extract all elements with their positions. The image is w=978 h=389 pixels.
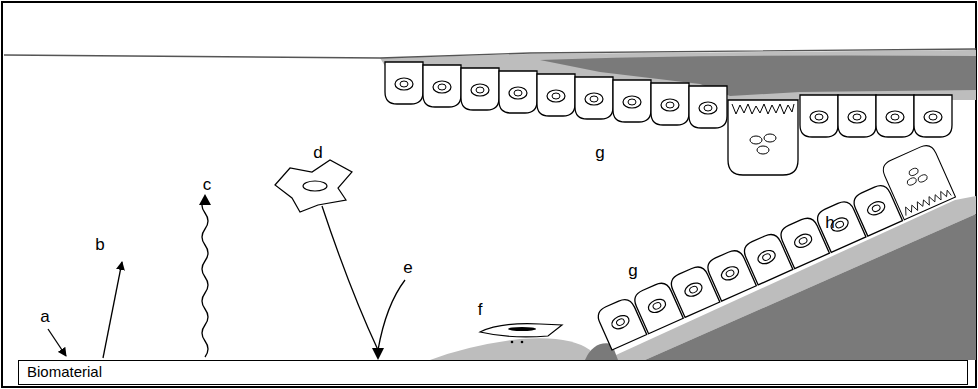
arrow-e xyxy=(322,206,378,350)
matrix-deposit xyxy=(430,338,596,360)
cell-nucleus xyxy=(303,181,327,191)
cell-nucleus xyxy=(508,327,536,331)
free-cell xyxy=(275,160,352,212)
surface-line xyxy=(4,49,976,58)
flattened-cell xyxy=(480,324,562,337)
tissue-layer xyxy=(645,214,976,360)
callout-letter: d xyxy=(313,144,322,161)
arrow-head xyxy=(199,194,211,205)
arrow-b xyxy=(103,262,122,358)
epithelial-cell xyxy=(537,74,575,116)
epithelial-cell xyxy=(575,77,613,119)
arrow-a xyxy=(48,329,66,356)
epithelial-cell xyxy=(914,95,952,137)
epithelial-row xyxy=(588,142,956,350)
callout-letter: g xyxy=(628,262,637,279)
goblet-cell xyxy=(728,100,798,175)
arrow-head xyxy=(372,348,384,360)
callout-letter: g xyxy=(595,144,604,161)
callout-letter: b xyxy=(95,236,104,253)
epithelial-cell xyxy=(800,95,838,137)
wavy-arrow-c xyxy=(202,199,208,357)
epithelial-cell xyxy=(838,95,876,137)
epithelial-cell xyxy=(651,83,689,125)
epithelial-cell xyxy=(499,71,537,113)
epithelial-cell xyxy=(613,80,651,122)
epithelial-cell xyxy=(689,86,727,128)
material-block: Biomaterial xyxy=(18,360,968,385)
callout-letter: h xyxy=(825,214,834,231)
epithelial-cell xyxy=(423,65,461,107)
callout-letter: a xyxy=(40,308,49,325)
arrow-e xyxy=(378,280,405,350)
material-label: Biomaterial xyxy=(27,363,959,381)
goblet-cell xyxy=(880,142,956,220)
callout-letter: e xyxy=(403,259,412,276)
secretion-dot xyxy=(521,341,524,344)
secretion-dot xyxy=(511,341,514,344)
epithelial-cell xyxy=(876,95,914,137)
epithelial-cell xyxy=(461,68,499,110)
callout-letter: c xyxy=(203,176,212,193)
matrix-layer xyxy=(605,196,976,360)
callout-letter: f xyxy=(478,301,483,318)
epithelial-cell xyxy=(385,62,423,104)
